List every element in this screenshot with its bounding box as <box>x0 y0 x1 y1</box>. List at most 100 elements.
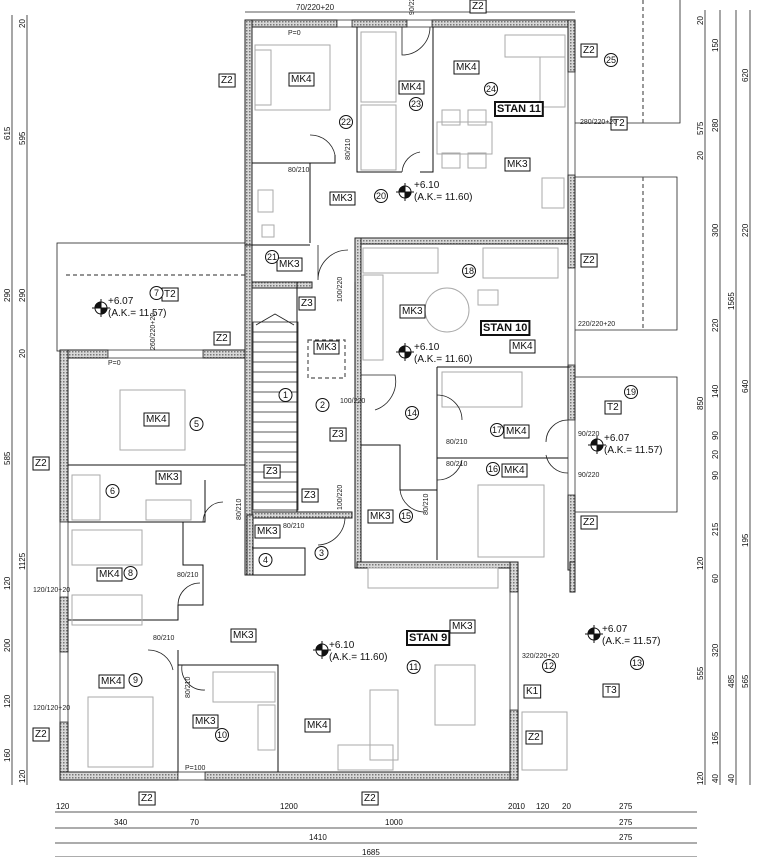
dim-right: 90 <box>711 431 720 440</box>
tag-box <box>406 630 451 646</box>
level-absolute: (A.K.= 11.57) <box>604 445 662 456</box>
tag-mk4: MK4 <box>456 62 477 73</box>
window-spec: 280/220+20 <box>580 119 617 126</box>
level-absolute: (A.K.= 11.57) <box>108 308 166 319</box>
door-spec: 80/210 <box>177 572 199 579</box>
tag-mk4: MK4 <box>401 82 422 93</box>
room-number-15: 15 <box>401 511 411 521</box>
room-number-20: 20 <box>376 191 386 201</box>
tag-box <box>32 727 50 742</box>
level-marker-fill <box>585 625 603 643</box>
room-number-circle <box>604 52 619 68</box>
tag-mk3: MK3 <box>452 621 473 632</box>
tag-t3: T3 <box>605 685 617 696</box>
room-number-circle <box>315 398 330 412</box>
dim-left: 585 <box>3 451 12 465</box>
tag-box <box>96 567 123 582</box>
tag-mk3: MK3 <box>279 259 300 270</box>
elevation-marker-stan-10: +6.10 (A.K.= 11.60) <box>396 342 472 365</box>
tag-mk3: MK3 <box>332 193 353 204</box>
room-number-circle <box>406 660 421 674</box>
room-number-circle <box>128 673 143 687</box>
dim-right: 565 <box>741 674 750 688</box>
tag-mk3: MK3 <box>233 630 254 641</box>
tag-mk4: MK4 <box>307 720 328 731</box>
level-absolute: (A.K.= 11.60) <box>414 192 472 203</box>
room-number-19: 19 <box>626 387 636 397</box>
tag-box <box>276 257 303 272</box>
dim-right: 120 <box>696 556 705 570</box>
room-number-14: 14 <box>407 408 417 418</box>
tag-mk4: MK4 <box>506 426 527 437</box>
level-value: +6.07 <box>604 433 630 444</box>
room-number-22: 22 <box>341 117 351 127</box>
tag-box <box>480 320 531 336</box>
room-number-3: 3 <box>319 548 324 558</box>
tag-z2: Z2 <box>35 729 47 740</box>
level-marker-fill <box>396 343 414 361</box>
sill-height: P=0 <box>288 30 301 37</box>
door-spec: 100/220 <box>337 277 344 302</box>
dim-bottom: 1685 <box>362 848 380 857</box>
tag-box <box>523 684 542 699</box>
dim-right: 220 <box>741 223 750 237</box>
room-number-circle <box>374 188 389 204</box>
tag-box <box>263 464 281 479</box>
door-spec: 90/220 <box>578 472 600 479</box>
door-spec: 80/210 <box>236 498 243 520</box>
door-spec: 80/210 <box>446 461 468 468</box>
level-value: +6.07 <box>108 296 134 307</box>
dim-right: 20 <box>696 16 705 25</box>
room-number-circle <box>123 566 138 580</box>
tag-box <box>367 509 394 524</box>
dim-right: 120 <box>696 771 705 785</box>
dim-bottom: 120 <box>56 802 70 811</box>
unit-label-stan-11: STAN 11 <box>497 103 541 115</box>
room-number-7: 7 <box>154 288 159 298</box>
room-number-10: 10 <box>217 730 227 740</box>
dim-bottom: 10 <box>516 802 525 811</box>
room-number-23: 23 <box>411 99 421 109</box>
tag-mk3: MK3 <box>316 342 337 353</box>
room-number-6: 6 <box>110 486 115 496</box>
tag-mk3: MK3 <box>195 716 216 727</box>
tag-box <box>504 157 531 172</box>
door-spec: 80/210 <box>153 635 175 642</box>
dim-left: 120 <box>18 769 27 783</box>
level-marker-fill <box>313 641 331 659</box>
tag-z2: Z2 <box>583 517 595 528</box>
tag-box <box>604 400 622 415</box>
dim-left: 120 <box>3 576 12 590</box>
dim-right: 90 <box>711 471 720 480</box>
tag-mk3: MK3 <box>370 511 391 522</box>
room-number-circle <box>624 384 639 400</box>
room-number-circle <box>314 546 329 560</box>
level-marker-fill <box>588 436 606 454</box>
tag-mk3: MK3 <box>158 472 179 483</box>
tag-z2: Z2 <box>216 333 228 344</box>
elevation-marker-terrace-19: +6.07 (A.K.= 11.57) <box>588 433 662 456</box>
dim-left: 290 <box>18 288 27 302</box>
window-spec: 220/220+20 <box>578 321 615 328</box>
tag-box <box>218 73 236 88</box>
level-value: +6.10 <box>329 640 355 651</box>
tag-z3: Z3 <box>332 429 344 440</box>
window-spec: 320/220+20 <box>522 653 559 660</box>
door-spec: 100/220 <box>340 398 365 405</box>
level-marker-fill <box>92 299 110 317</box>
staircase <box>252 313 346 511</box>
dim-right: 40 <box>727 774 736 783</box>
dim-bottom: 275 <box>619 833 633 842</box>
tag-box <box>494 101 544 117</box>
room-number-circle <box>105 484 120 498</box>
level-value: +6.07 <box>602 624 628 635</box>
terrace-25-edge <box>575 0 681 124</box>
tag-z2: Z2 <box>528 732 540 743</box>
tag-box <box>288 72 315 87</box>
dim-left: 290 <box>3 288 12 302</box>
level-absolute: (A.K.= 11.57) <box>602 636 660 647</box>
level-value: +6.10 <box>414 342 440 353</box>
unit-label-stan-9: STAN 9 <box>409 632 447 644</box>
dim-bottom: 120 <box>536 802 550 811</box>
tag-mk3: MK3 <box>507 159 528 170</box>
